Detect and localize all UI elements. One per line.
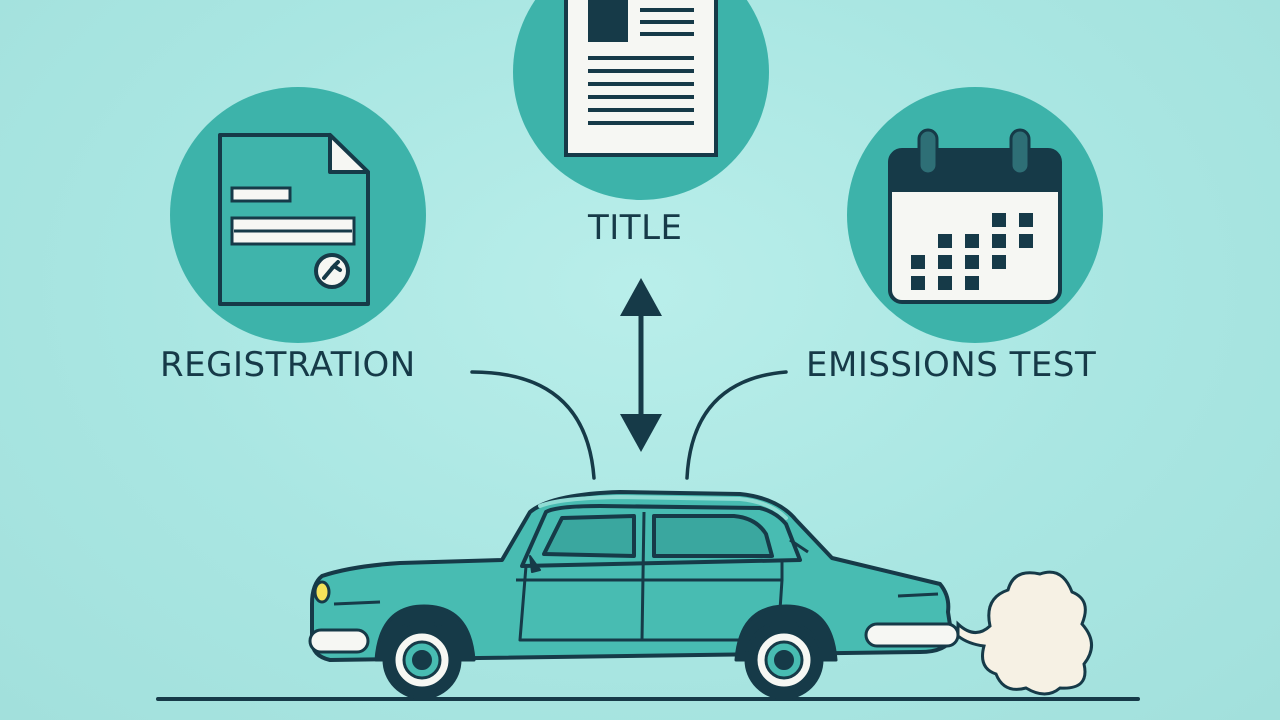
arrow-head-down: [620, 414, 662, 452]
car-door-lines: [516, 511, 784, 642]
calendar-ring-right: [1009, 128, 1031, 176]
car-window-front: [542, 514, 636, 558]
calendar-day-grid: [911, 213, 1033, 290]
emissions-test-label: EMISSIONS TEST: [806, 345, 1097, 385]
arrow-head-up: [620, 278, 662, 316]
registration-document-icon: [218, 133, 370, 306]
title-photo-block: [588, 0, 628, 42]
sedan-car: [308, 490, 960, 700]
registration-connector: [470, 370, 596, 480]
front-wheel: [382, 620, 462, 700]
title-double-arrow: [620, 278, 662, 452]
connector-lines: [470, 370, 788, 480]
car-roof-highlight: [538, 495, 788, 520]
car-rear-bumper: [864, 622, 960, 648]
title-icon-group: [513, 0, 769, 200]
emissions-connector: [685, 370, 788, 480]
registration-icon-group: [170, 87, 426, 343]
calendar-ring-left: [917, 128, 939, 176]
car-front-bumper: [308, 628, 370, 654]
car-window-rear: [652, 514, 774, 558]
car-mirror: [529, 555, 541, 573]
title-label: TITLE: [588, 208, 683, 248]
car-crease-lines: [333, 538, 939, 606]
rear-wheel: [744, 620, 824, 700]
folded-corner: [328, 133, 370, 174]
car-headlight: [313, 580, 331, 604]
registration-line-short: [230, 186, 292, 203]
exhaust-smoke: [956, 570, 1093, 696]
title-document-icon: [564, 0, 718, 157]
calendar-header: [890, 150, 1060, 192]
emissions-icon-group: [847, 87, 1103, 343]
calendar-icon: [888, 128, 1062, 304]
registration-label: REGISTRATION: [160, 345, 416, 385]
